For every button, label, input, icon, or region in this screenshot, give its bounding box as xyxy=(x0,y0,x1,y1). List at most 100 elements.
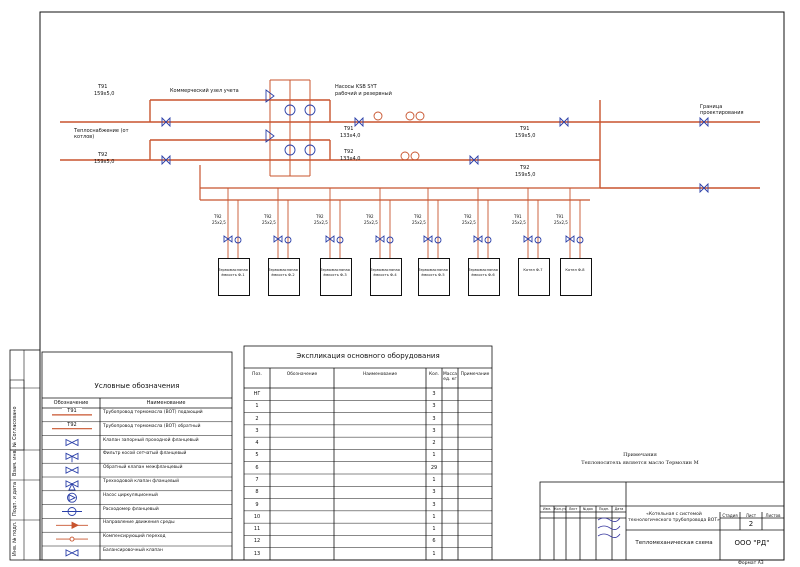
branch-size: 25х2,5 xyxy=(462,220,476,225)
side-stamp-frame xyxy=(9,349,41,561)
consumer-box xyxy=(370,258,402,296)
equipment-col-head: Примечание xyxy=(460,372,490,377)
branch-label: Т92 xyxy=(414,214,422,219)
equipment-qty: 29 xyxy=(430,464,438,471)
project-name: «Котельная с системой технологического т… xyxy=(628,512,720,523)
equipment-qty: 3 xyxy=(432,403,436,410)
equipment-qty: 3 xyxy=(432,489,436,496)
equipment-qty: 1 xyxy=(432,477,436,483)
branch-pump-icon xyxy=(576,236,584,244)
branch-lines xyxy=(223,188,584,258)
legend-name: Расходомер фланцевый xyxy=(103,506,159,512)
right-supply-label: Т91 xyxy=(520,126,530,132)
equipment-qty: 2 xyxy=(432,440,436,447)
branch-label: Т91 xyxy=(556,214,564,219)
consumer-box xyxy=(418,258,450,296)
filter-icon xyxy=(65,452,79,463)
legend-name: Балансировочный клапан xyxy=(103,548,163,553)
distribution-header xyxy=(199,165,600,201)
equipment-pos: 2 xyxy=(255,415,259,422)
branch-size: 25х2,5 xyxy=(314,220,328,225)
equipment-pos: 4 xyxy=(255,440,259,447)
consumer-label: Котел Ф-7 xyxy=(523,268,543,272)
equipment-col-head: Масса ед. кг xyxy=(443,372,457,382)
supply-main xyxy=(60,99,760,123)
branch-valve-icon xyxy=(223,235,233,243)
consumer-box xyxy=(268,258,300,296)
reducer-icon xyxy=(56,536,88,542)
equipment-qty: 6 xyxy=(432,538,436,545)
side-stamp-3: Взам. инв. № xyxy=(12,442,18,476)
consumer-box xyxy=(218,258,250,296)
branch-valve-icon xyxy=(523,235,533,243)
pump-icon xyxy=(67,492,77,503)
branch-pump-icon xyxy=(234,236,242,244)
title-col-head: Изм. xyxy=(543,507,551,511)
equipment-col-head: Поз. xyxy=(252,372,262,377)
branch-label: Т92 xyxy=(366,214,374,219)
equipment-pos: 8 xyxy=(255,489,259,496)
legend-col-name: Наименование xyxy=(146,400,186,406)
title-col-head: Дата xyxy=(614,507,624,511)
branch-valve-icon xyxy=(375,235,385,243)
drawing-name: Тепломеханическая схема xyxy=(635,540,713,546)
company-name: ООО "РД" xyxy=(734,539,770,547)
consumer-label: Котел Ф-8 xyxy=(565,268,585,272)
branch-valve-icon xyxy=(423,235,433,243)
side-stamp-1: Инв. № подл. xyxy=(12,521,18,557)
legend-name: Компенсирующий переход xyxy=(103,534,166,540)
legend-name: Клапан запорный проходной фланцевый xyxy=(103,437,199,443)
return-main xyxy=(60,100,760,189)
consumer-box xyxy=(468,258,500,296)
legend-symbol: T91 xyxy=(62,408,82,414)
supply-in-label: Т91 xyxy=(98,84,108,90)
branch-pump-icon xyxy=(484,236,492,244)
legend-symbol: T92 xyxy=(62,421,82,428)
consumer-box xyxy=(320,258,352,296)
flowmeter-icon xyxy=(62,507,82,516)
branch-size: 25х2,5 xyxy=(512,220,526,225)
equipment-col-head: Обозначение xyxy=(286,372,318,377)
equipment-title: Экспликация основного оборудования xyxy=(296,352,440,360)
consumer-label: Термомасляная ёмкость Ф-6 xyxy=(468,268,498,277)
consumer-label: Термомасляная ёмкость Ф-5 xyxy=(418,268,448,277)
main-return-size: 133х4,0 xyxy=(340,156,361,162)
branch-pump-icon xyxy=(386,236,394,244)
main-valves xyxy=(161,89,709,194)
main-supply-size: 133х4,0 xyxy=(340,133,361,139)
gate-valve-icon xyxy=(65,438,79,447)
sheet-number: 2 xyxy=(748,520,754,528)
return-in-size: 159х5,0 xyxy=(94,159,115,165)
pump-note: Насосы KSB SYT xyxy=(335,84,377,90)
flow-arrow-icon xyxy=(56,521,88,530)
title-col-head: Лист xyxy=(568,507,578,511)
supply-in-size: 159х5,0 xyxy=(94,91,115,97)
consumer-box xyxy=(560,258,592,296)
branch-size: 25х2,5 xyxy=(412,220,426,225)
consumer-label: Термомасляная ёмкость Ф-2 xyxy=(268,268,298,277)
branch-size: 25х2,5 xyxy=(364,220,378,225)
consumer-label: Термомасляная ёмкость Ф-1 xyxy=(218,268,248,277)
equipment-pos: 12 xyxy=(253,538,261,545)
right-return-size: 159х5,0 xyxy=(515,172,536,178)
side-approval-frame xyxy=(9,379,25,451)
return-in-label: Т92 xyxy=(98,152,108,158)
equipment-pos: 13 xyxy=(253,550,261,557)
equipment-qty: 3 xyxy=(432,415,436,422)
equipment-qty: 1 xyxy=(432,452,436,459)
title-col-head: Кол.уч xyxy=(554,507,566,511)
note-title: Примечания xyxy=(623,452,657,458)
equipment-pos: 5 xyxy=(255,452,259,459)
branch-pump-icon xyxy=(336,236,344,244)
sheet-frame xyxy=(39,11,785,561)
branch-valve-icon xyxy=(273,235,283,243)
pump-note-2: рабочий и резервный xyxy=(335,91,392,97)
branch-size: 25х2,5 xyxy=(262,220,276,225)
legend-name: Трубопровод термомасла (ВОТ) обратный xyxy=(103,423,201,429)
stage-head: Стадия xyxy=(722,513,738,518)
branch-valve-icon xyxy=(565,235,575,243)
balance-valve-icon xyxy=(65,549,79,557)
equipment-frame xyxy=(243,345,493,561)
branch-size: 25х2,5 xyxy=(212,220,226,225)
